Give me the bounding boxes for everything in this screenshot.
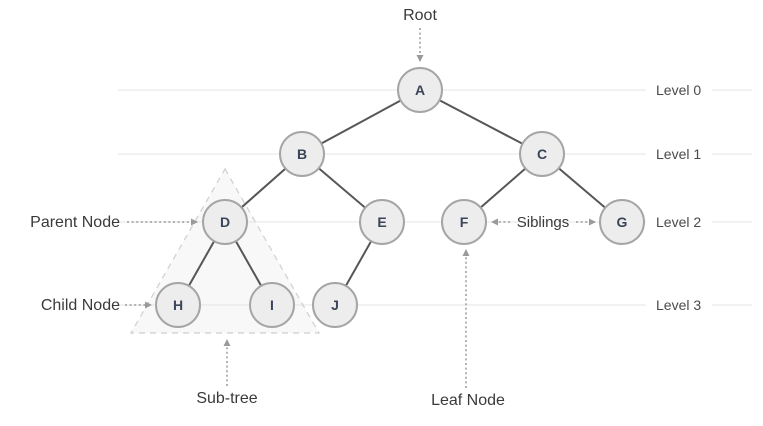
node-j-label: J bbox=[331, 297, 339, 313]
tree-node-h: H bbox=[155, 282, 201, 328]
node-g-circle bbox=[599, 199, 645, 245]
tree-node-f: F bbox=[441, 199, 487, 245]
level-3-label: Level 3 bbox=[656, 297, 701, 313]
node-h-label: H bbox=[173, 297, 183, 313]
level-1-label: Level 1 bbox=[656, 146, 701, 162]
node-f-label: F bbox=[460, 214, 469, 230]
node-h-circle bbox=[155, 282, 201, 328]
leaf-node-label: Leaf Node bbox=[431, 392, 505, 409]
node-d-label: D bbox=[220, 214, 230, 230]
tree-node-c: C bbox=[519, 131, 565, 177]
node-b-circle bbox=[279, 131, 325, 177]
level-labels: Level 0 Level 1 Level 2 Level 3 bbox=[656, 82, 701, 313]
node-b-label: B bbox=[297, 146, 307, 162]
tree-node-b: B bbox=[279, 131, 325, 177]
tree-node-a: A bbox=[397, 67, 443, 113]
node-i-label: I bbox=[270, 297, 274, 313]
tree-node-g: G bbox=[599, 199, 645, 245]
level-2-label: Level 2 bbox=[656, 214, 701, 230]
node-f-circle bbox=[441, 199, 487, 245]
node-e-label: E bbox=[377, 214, 386, 230]
node-i-circle bbox=[249, 282, 295, 328]
node-j-circle bbox=[312, 282, 358, 328]
node-d-circle bbox=[202, 199, 248, 245]
tree-node-i: I bbox=[249, 282, 295, 328]
siblings-label: Siblings bbox=[517, 214, 570, 231]
annotations: Root Parent Node Child Node Siblings Sub… bbox=[30, 7, 596, 409]
level-0-label: Level 0 bbox=[656, 82, 701, 98]
root-label: Root bbox=[403, 7, 437, 24]
tree-nodes: A B C D E F G bbox=[155, 67, 645, 328]
tree-node-j: J bbox=[312, 282, 358, 328]
node-c-label: C bbox=[537, 146, 547, 162]
tree-node-d: D bbox=[202, 199, 248, 245]
parent-node-label: Parent Node bbox=[30, 214, 120, 231]
sub-tree-label: Sub-tree bbox=[196, 390, 257, 407]
child-node-label: Child Node bbox=[41, 297, 120, 314]
tree-node-e: E bbox=[359, 199, 405, 245]
node-a-label: A bbox=[415, 82, 425, 98]
node-c-circle bbox=[519, 131, 565, 177]
node-g-label: G bbox=[617, 214, 628, 230]
node-e-circle bbox=[359, 199, 405, 245]
node-a-circle bbox=[397, 67, 443, 113]
